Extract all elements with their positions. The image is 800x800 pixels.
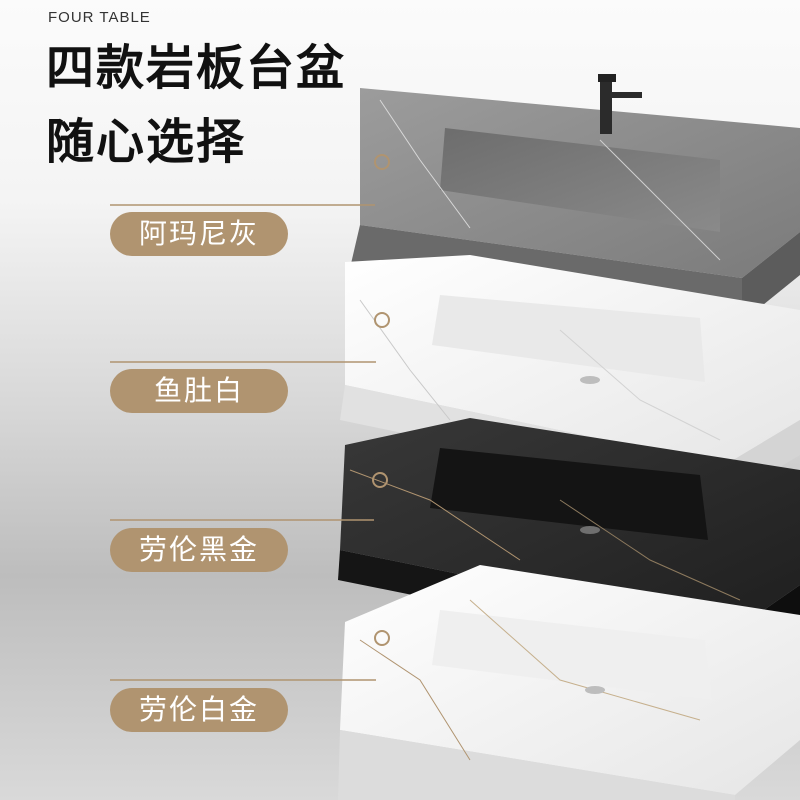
headline-line-1: 四款岩板台盆 [46,40,347,96]
brand-eyebrow: FOUR TABLE [48,9,151,26]
sink-slab-white-gold [338,565,800,800]
option-tag-armani-gray[interactable]: 阿玛尼灰 [110,212,288,256]
option-tag-lauren-white-gold[interactable]: 劳伦白金 [110,688,288,732]
option-tag-lauren-black-gold[interactable]: 劳伦黑金 [110,528,288,572]
headline-line-2: 随心选择 [46,114,247,170]
option-tag-fish-belly-white[interactable]: 鱼肚白 [110,369,288,413]
